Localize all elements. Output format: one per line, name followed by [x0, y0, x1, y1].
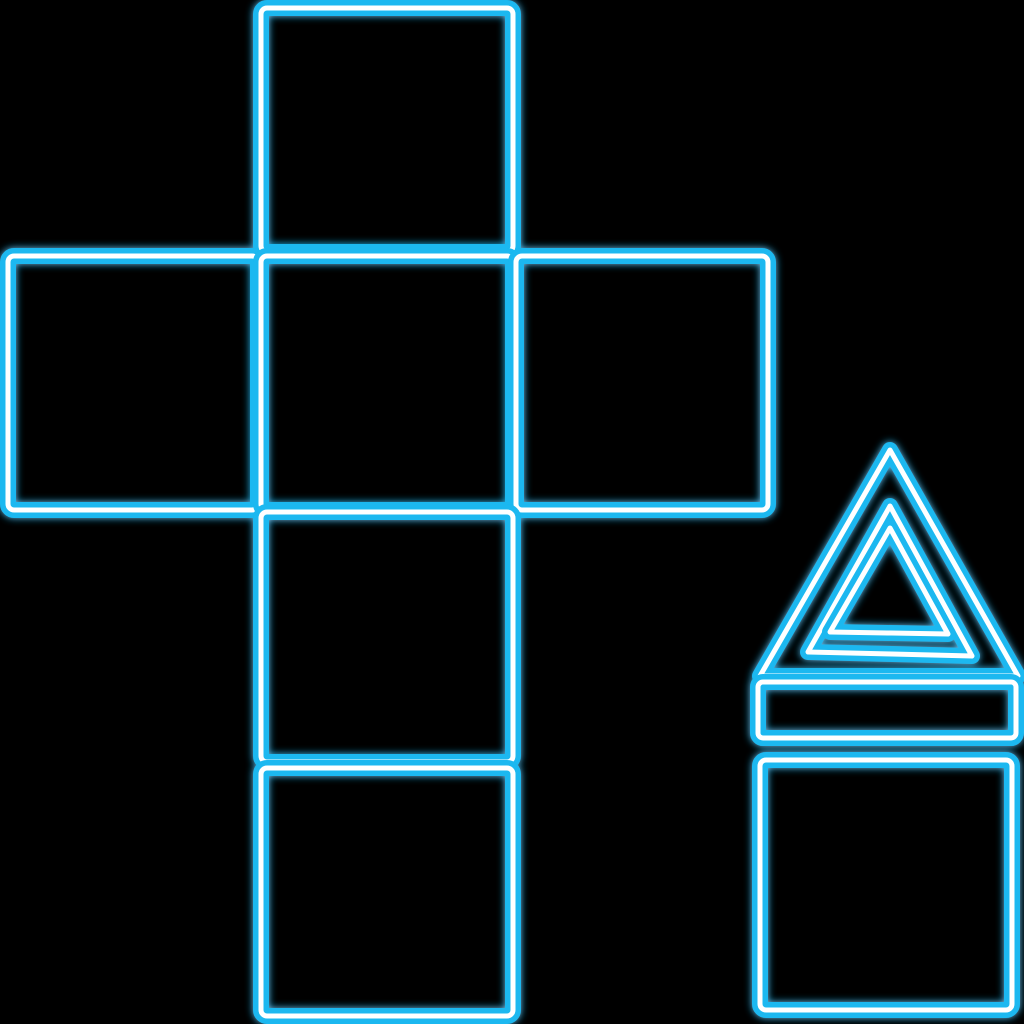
cube-net	[0, 0, 776, 1024]
cube-net-top-square	[253, 0, 521, 260]
inner-triangle	[822, 520, 956, 642]
cube-net-bottom-square	[253, 760, 521, 1024]
prism-net	[750, 442, 1024, 1018]
cube-net-right-square	[508, 248, 776, 518]
outer-triangle	[752, 442, 1024, 684]
prism-band-rectangle	[750, 674, 1024, 746]
prism-base-square	[752, 752, 1020, 1018]
cube-net-center-square	[253, 248, 521, 518]
cube-net-lower-square	[253, 504, 521, 770]
middle-triangle	[800, 498, 980, 664]
cube-net-left-square	[0, 248, 266, 518]
